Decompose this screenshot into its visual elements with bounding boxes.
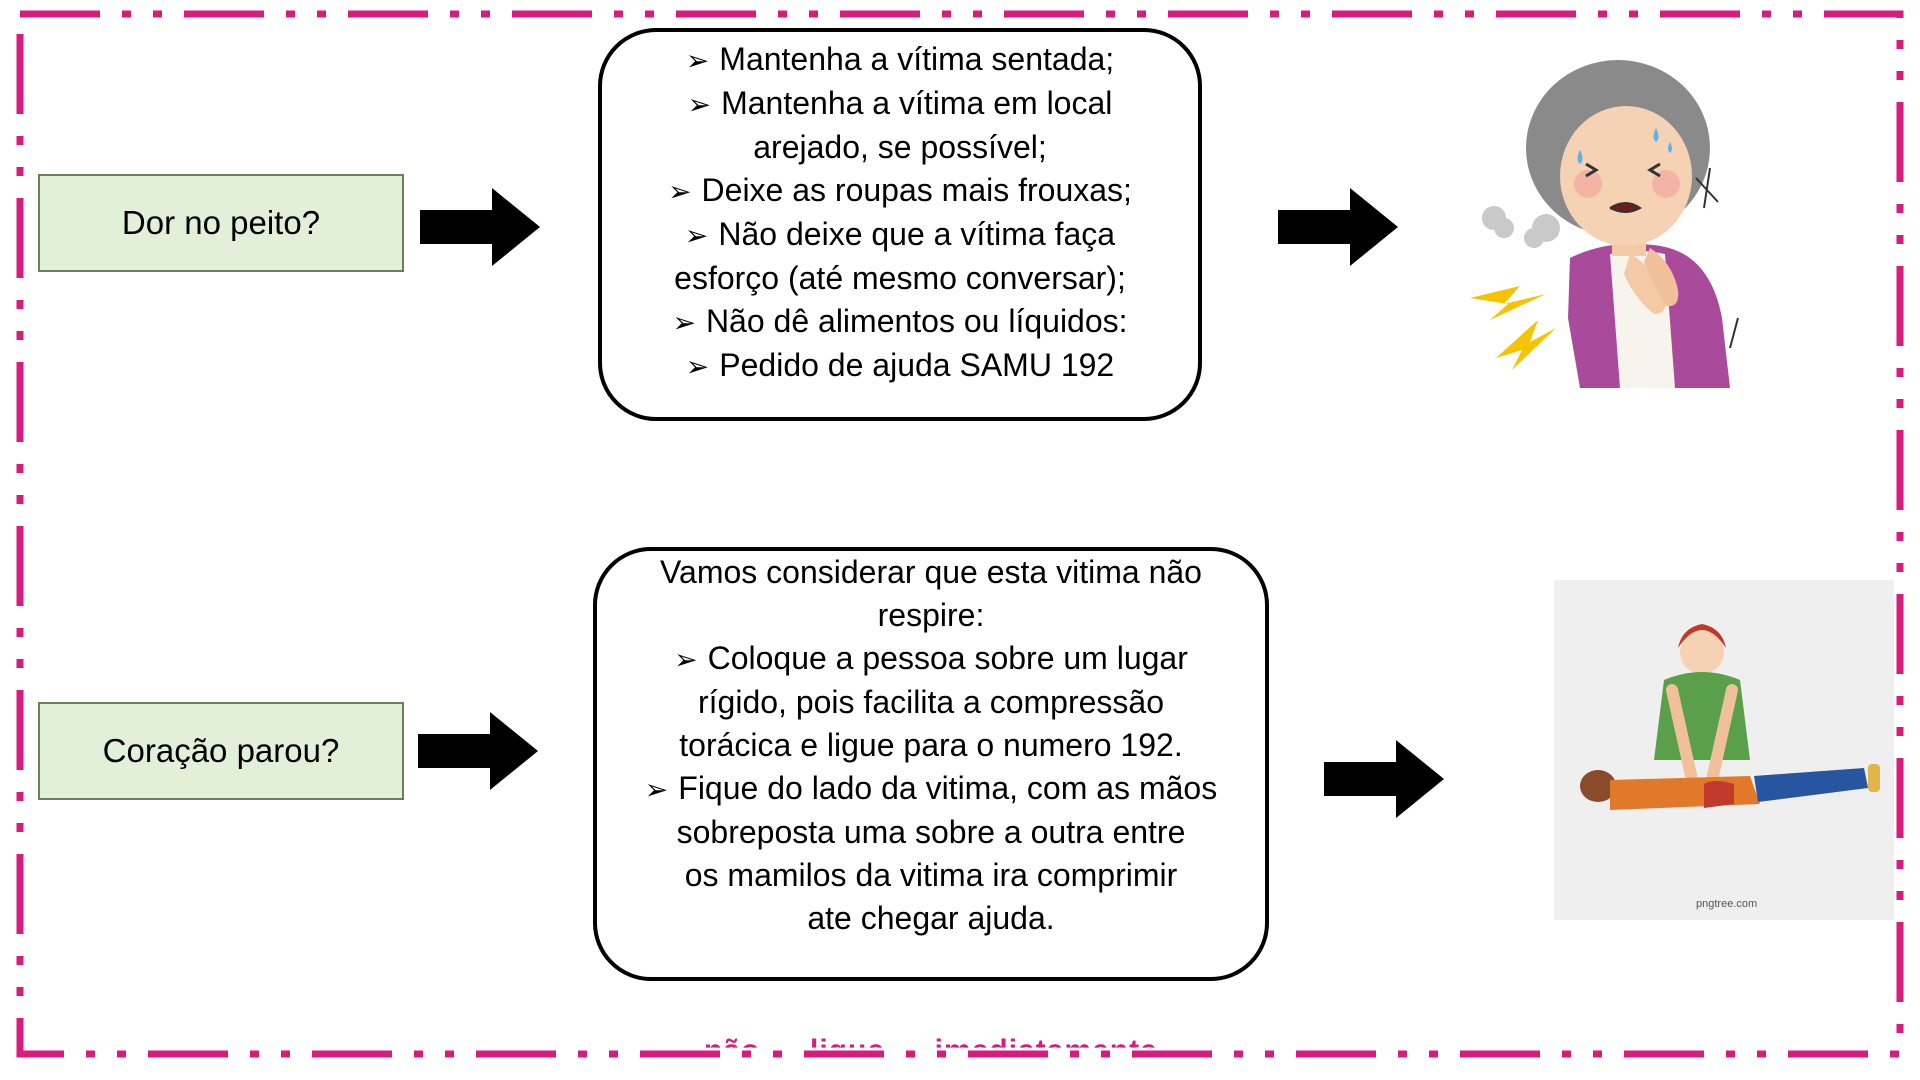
question-heart-stopped-label: Coração parou? (102, 732, 340, 769)
elderly-woman-chest-pain-illustration (1460, 58, 1760, 388)
cpr-illustration: pngtree.com (1554, 580, 1894, 920)
illustration-credit: pngtree.com (1696, 898, 1758, 910)
question-chest-pain: Dor no peito? (38, 174, 404, 272)
arrow-bullet-icon: ➢ (672, 307, 696, 338)
arrow-right-icon (1278, 188, 1398, 266)
arrow-bullet-icon: ➢ (687, 89, 712, 120)
arrow-bullet-icon: ➢ (685, 45, 710, 76)
question-chest-pain-label: Dor no peito? (121, 204, 321, 241)
step-line: ➢Pedido de ajuda SAMU 192 (602, 344, 1198, 388)
chest-pain-steps-box: ➢Mantenha a vítima sentada; ➢Mantenha a … (598, 28, 1202, 421)
step-line: arejado, se possível; (753, 129, 1047, 165)
arrow-bullet-icon: ➢ (685, 351, 710, 382)
arrow-right-icon (1324, 740, 1444, 818)
arrow-bullet-icon: ➢ (644, 774, 669, 805)
step-line: rígido, pois facilita a compressão (698, 684, 1164, 720)
step-line: ➢Deixe as roupas mais frouxas; (602, 169, 1198, 213)
step-line: ➢Não dê alimentos ou líquidos: (602, 300, 1198, 344)
question-heart-stopped: Coração parou? (38, 702, 404, 800)
footer-partial-text: não … ligue … imediatamente (700, 1034, 1162, 1048)
step-line: respire: (877, 597, 985, 633)
arrow-right-icon (418, 712, 538, 790)
arrow-right-icon (420, 188, 540, 266)
step-line: sobreposta uma sobre a outra entre (676, 814, 1186, 850)
arrow-bullet-icon: ➢ (674, 644, 698, 675)
step-line: os mamilos da vitima ira comprimir (684, 857, 1178, 893)
step-line: ➢Fique do lado da vitima, com as mãos (597, 767, 1265, 811)
step-line: ate chegar ajuda. (807, 900, 1055, 936)
step-line: Vamos considerar que esta vitima não (660, 554, 1202, 590)
arrow-bullet-icon: ➢ (684, 220, 709, 251)
cardiac-arrest-steps-box: Vamos considerar que esta vitima não res… (593, 547, 1269, 981)
step-line: ➢Coloque a pessoa sobre um lugar (597, 637, 1265, 681)
step-line: ➢Mantenha a vítima em local (602, 82, 1198, 126)
step-line: torácica e ligue para o numero 192. (679, 727, 1183, 763)
step-line: esforço (até mesmo conversar); (674, 260, 1126, 296)
step-line: ➢Não deixe que a vítima faça (602, 213, 1198, 257)
arrow-bullet-icon: ➢ (668, 176, 692, 207)
step-line: ➢Mantenha a vítima sentada; (602, 38, 1198, 82)
